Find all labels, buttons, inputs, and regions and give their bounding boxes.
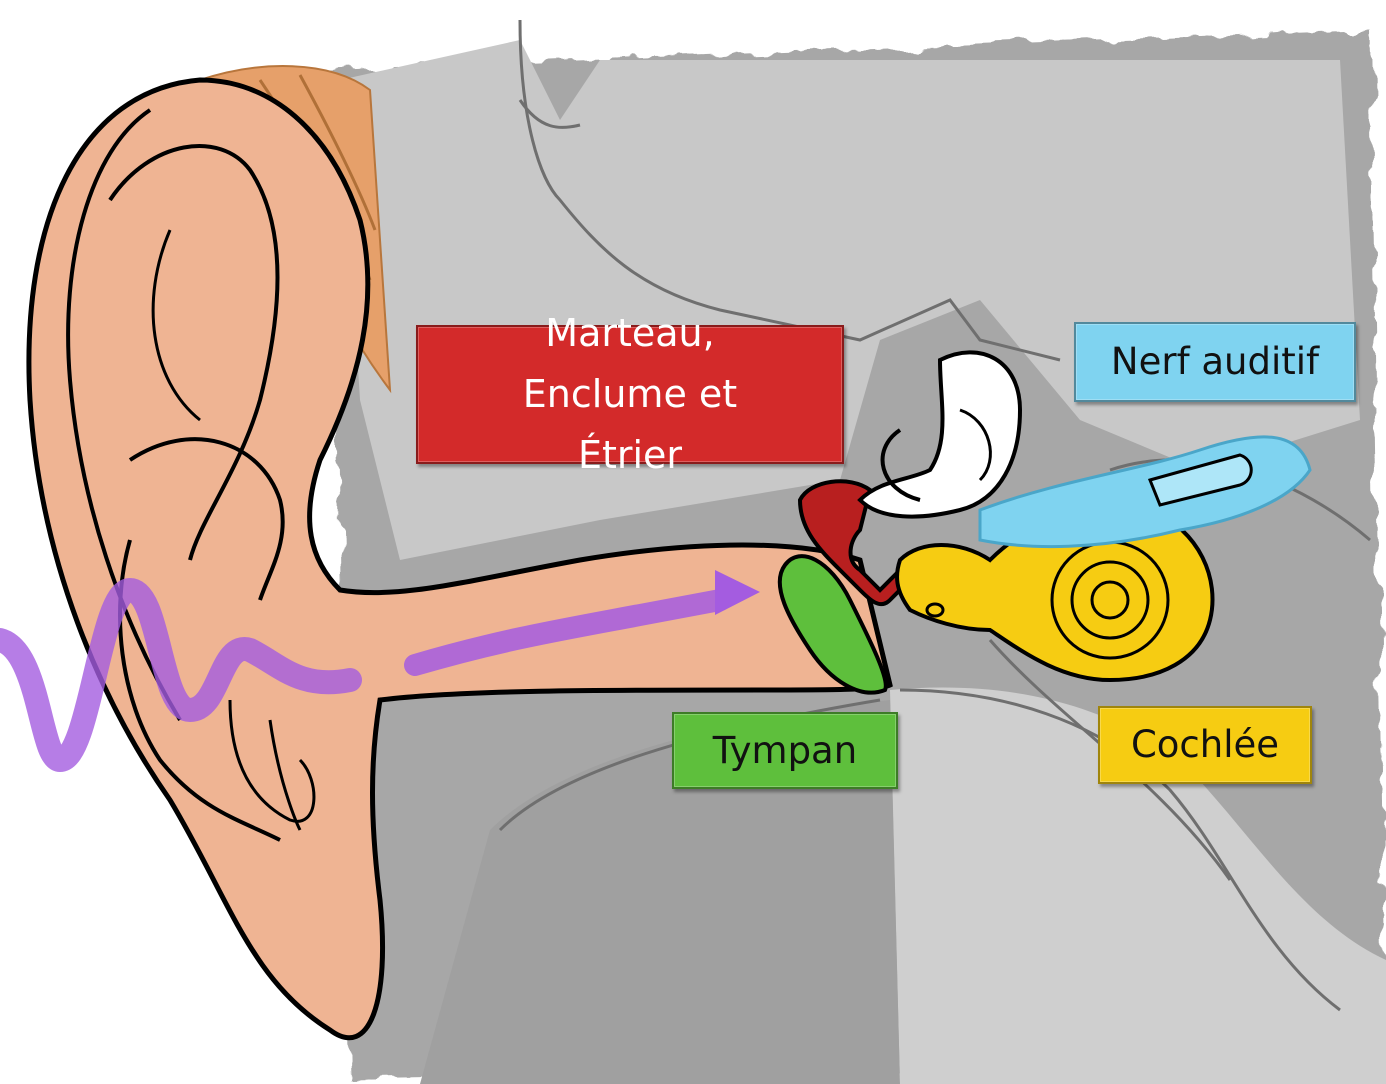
auditory-nerve-label: Nerf auditif [1074,322,1356,402]
cochlea-label: Cochlée [1098,706,1312,784]
tympan-label: Tympan [672,712,898,789]
tympan-label-text: Tympan [713,721,857,780]
auditory-nerve-label-text: Nerf auditif [1111,332,1319,391]
cochlea-label-text: Cochlée [1131,715,1279,774]
skull-background [330,20,1386,1084]
ossicles-label-text: Marteau, Enclume et Étrier [465,303,795,485]
ossicles-label: Marteau, Enclume et Étrier [416,325,844,464]
